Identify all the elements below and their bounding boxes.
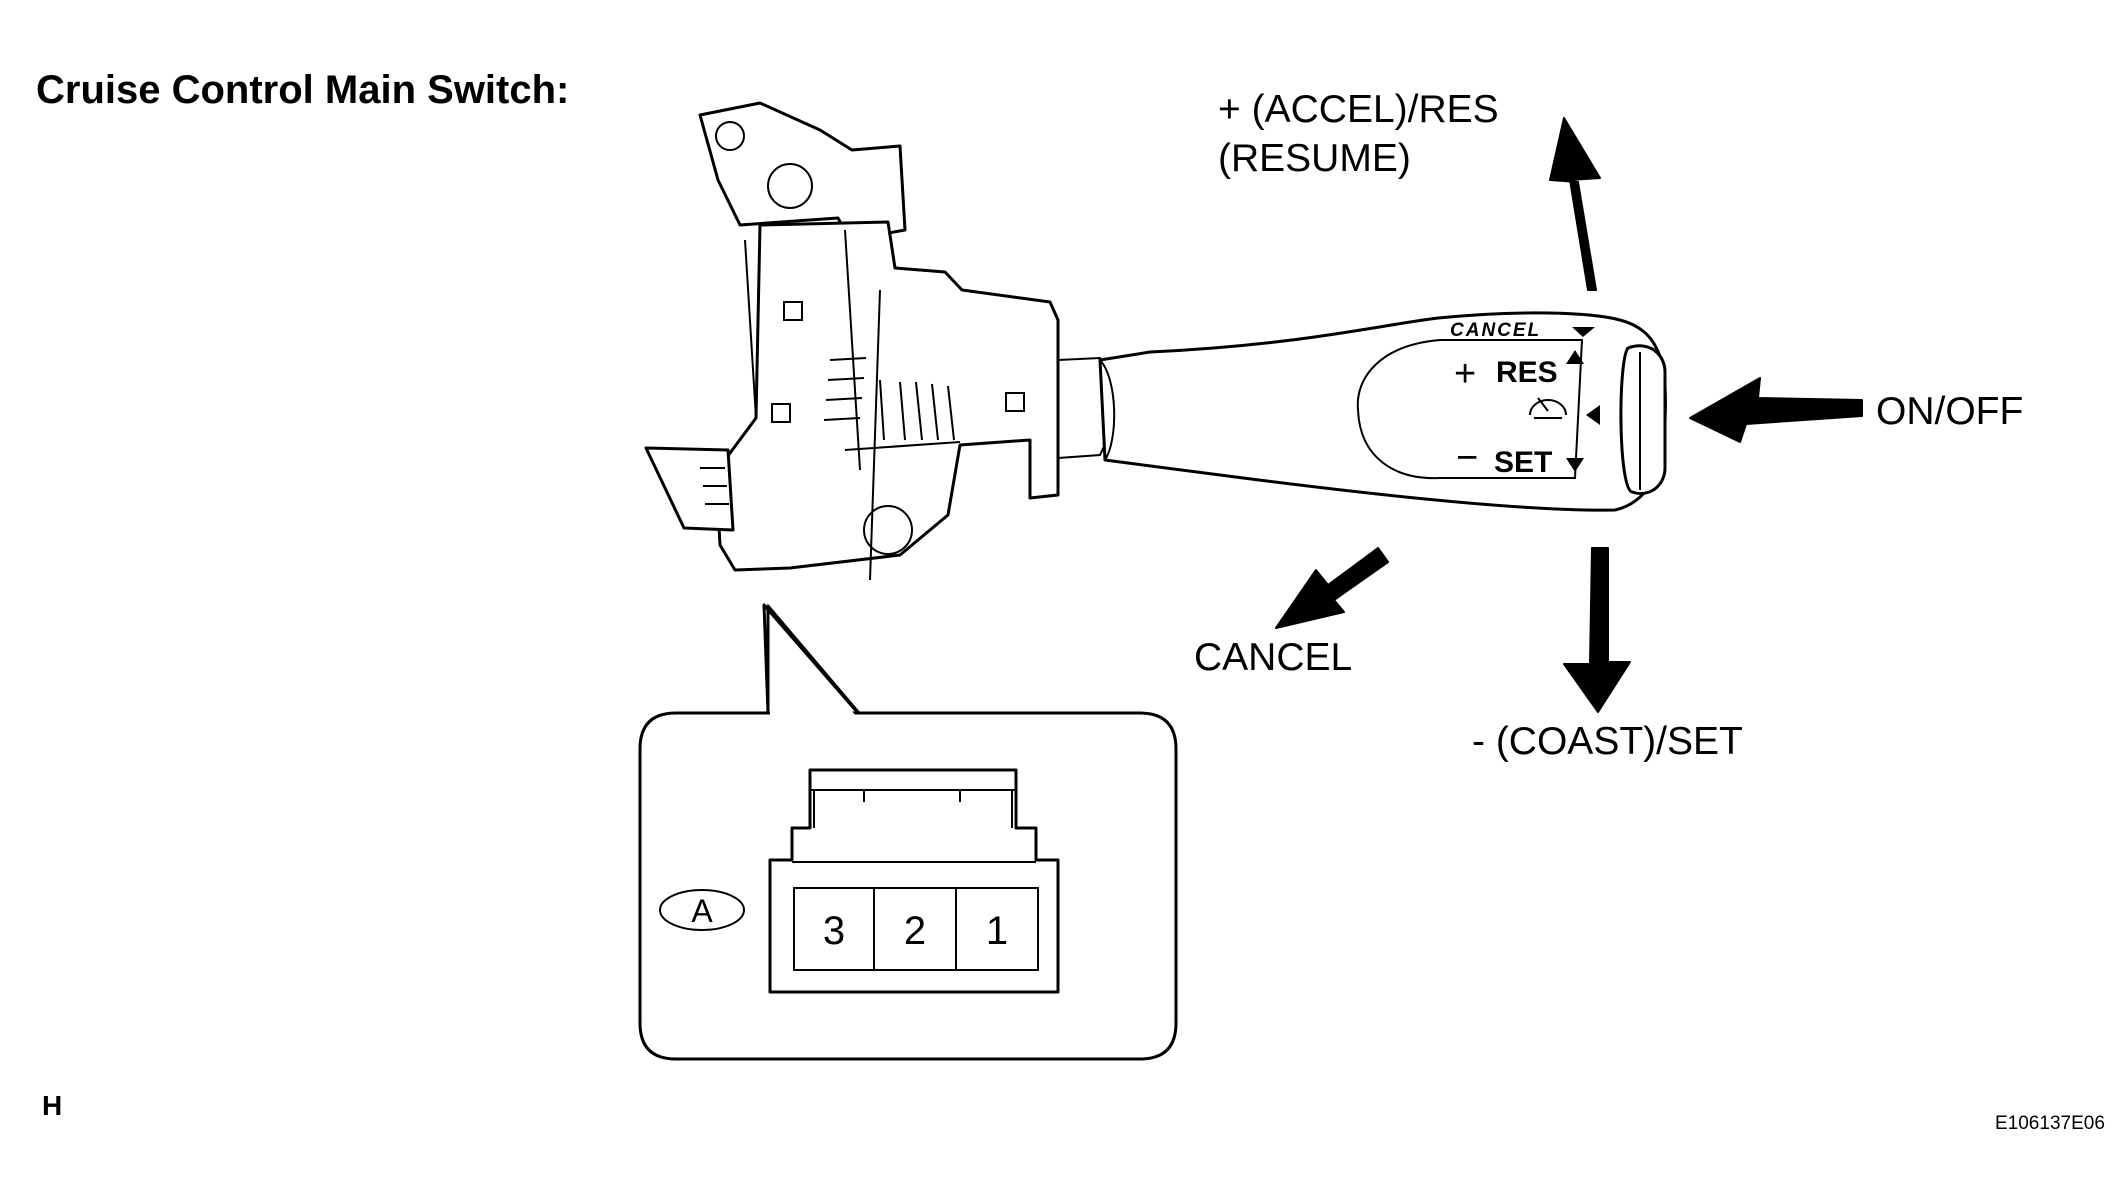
lever [1098, 311, 1667, 512]
label-on-off: ON/OFF [1876, 390, 2024, 433]
lever-res-text: RES [1496, 356, 1558, 389]
connector [659, 768, 1060, 994]
diagram-title: Cruise Control Main Switch: [36, 68, 570, 112]
figure-code: E106137E06 [1995, 1113, 2105, 1134]
down-arrow-icon [1563, 547, 1631, 713]
connector-pin: 2 [904, 909, 926, 953]
connector-id: A [691, 893, 713, 929]
lever-plus-sign: + [1454, 353, 1476, 395]
lever-set-text: SET [1494, 446, 1552, 479]
cancel-arrow-icon [1275, 547, 1389, 629]
up-arrow-icon [1549, 117, 1601, 291]
connector-pin: 3 [823, 909, 845, 953]
footer-letter: H [42, 1090, 63, 1121]
left-arrow-icon [1689, 377, 1863, 443]
switch-body [644, 101, 1109, 581]
lever-cancel-text: CANCEL [1450, 320, 1541, 341]
connector-pin: 1 [986, 909, 1008, 953]
speedometer-icon [1529, 397, 1567, 419]
label-coast-set: - (COAST)/SET [1472, 720, 1743, 763]
lever-minus-sign: − [1456, 437, 1478, 479]
label-accel-res: + (ACCEL)/RES [1218, 88, 1499, 131]
connector-id-oval [659, 889, 745, 931]
label-cancel: CANCEL [1194, 636, 1353, 679]
label-resume: (RESUME) [1218, 137, 1411, 180]
